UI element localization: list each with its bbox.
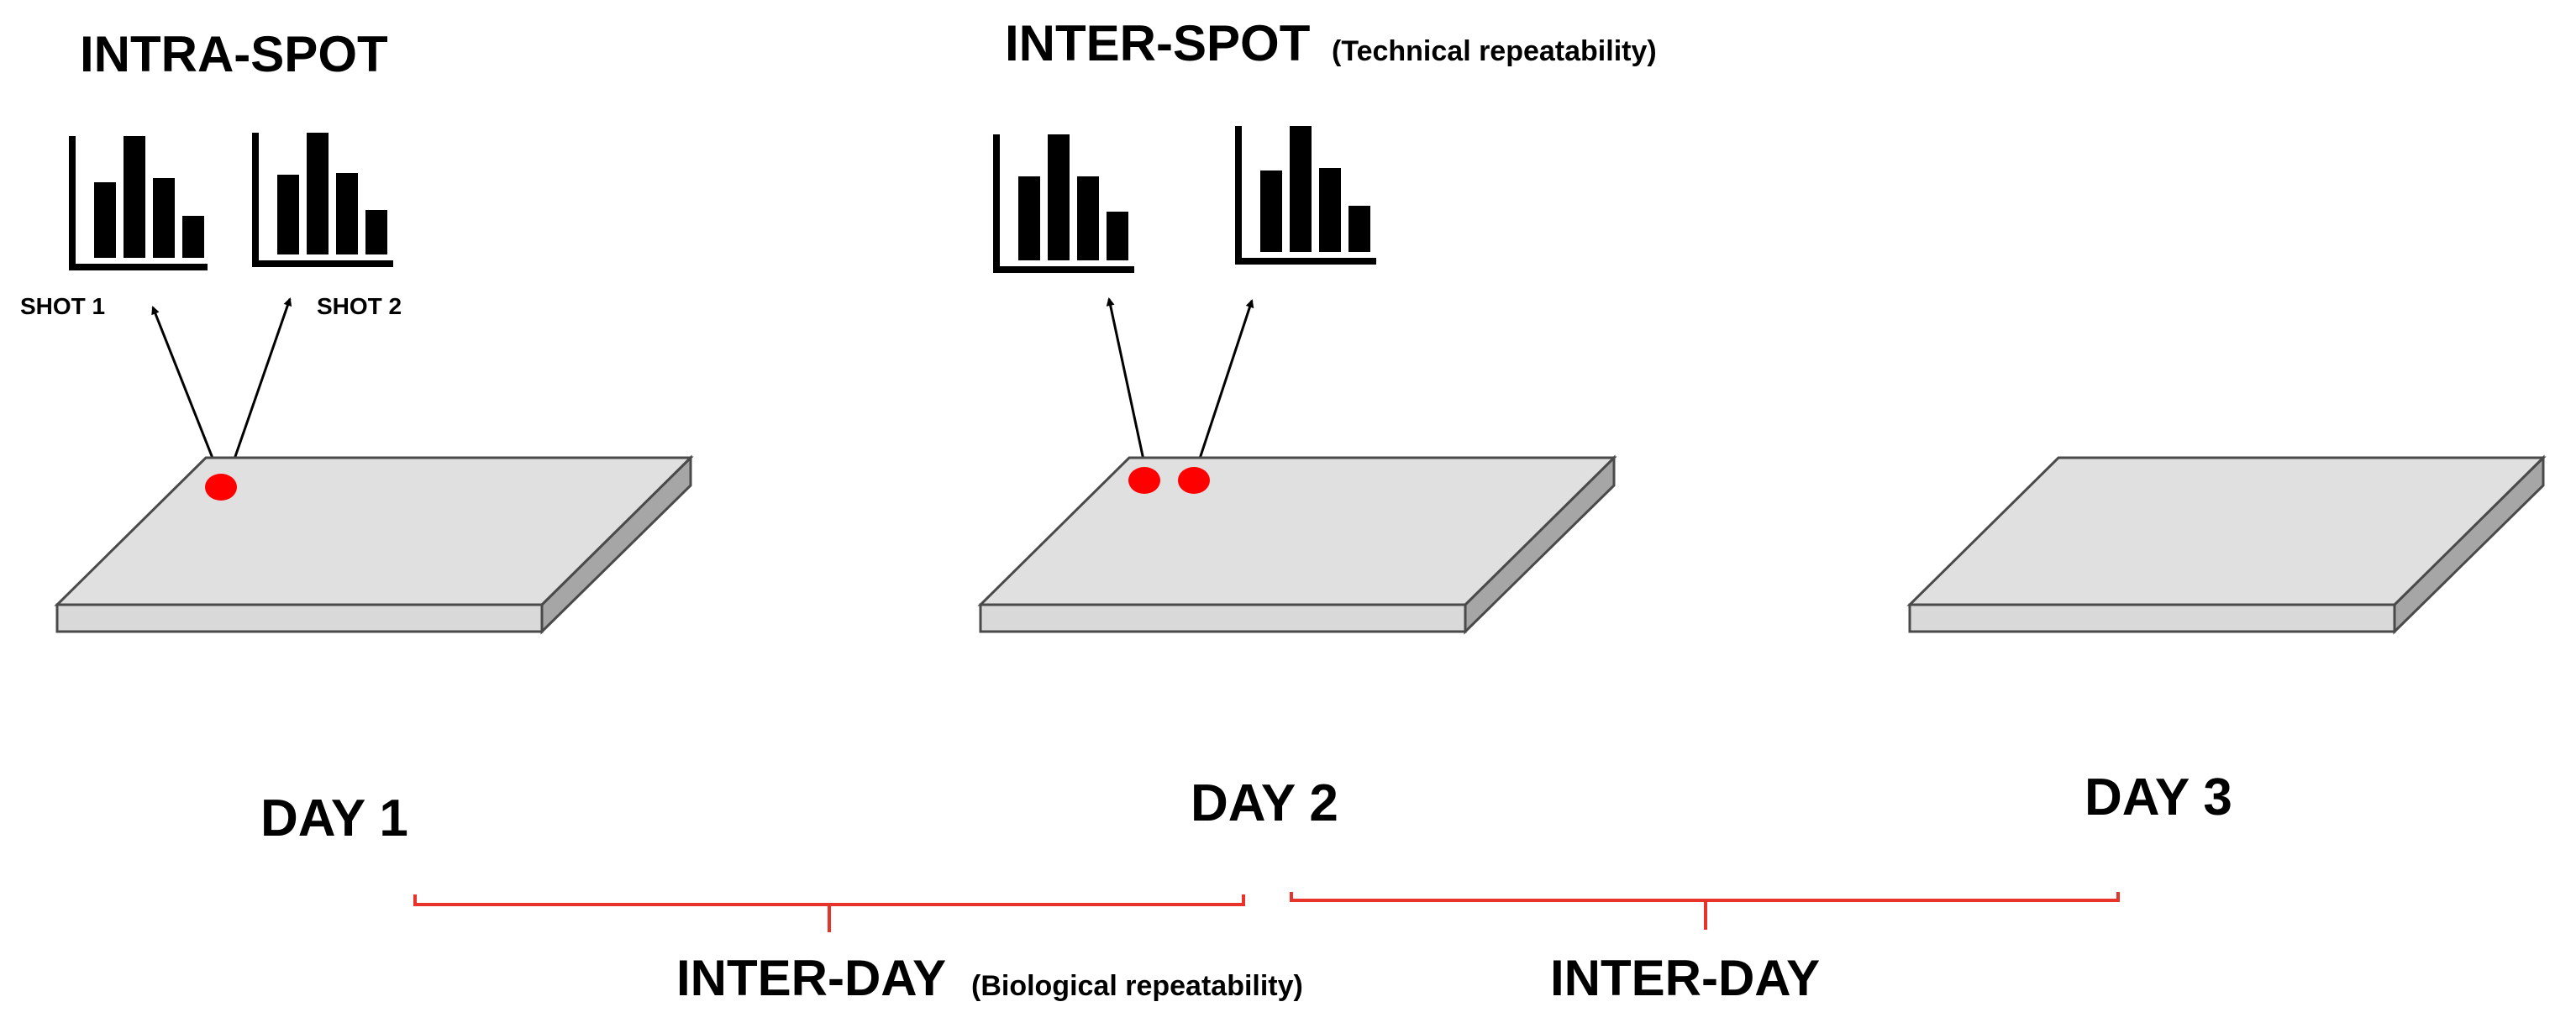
arrow-up-icon [151, 306, 218, 469]
interday-label-1-note: (Biological repeatability) [971, 970, 1303, 1002]
arrow-up-icon [1106, 297, 1146, 464]
sample-plate-day-3 [1906, 454, 2547, 635]
interday-bracket-1 [413, 894, 1245, 932]
intra-spot-heading: INTRA-SPOT [80, 26, 388, 82]
shot-1-label: SHOT 1 [20, 293, 105, 319]
bar-chart-icon [69, 136, 208, 270]
inter-spot-note: (Technical repeatability) [1332, 35, 1657, 67]
shot-2-label: SHOT 2 [317, 293, 402, 319]
day-3-label: DAY 3 [2084, 768, 2232, 826]
sample-spot [1178, 467, 1210, 494]
sample-spot [205, 474, 237, 501]
inter-spot-heading: INTER-SPOT [1005, 15, 1310, 71]
interday-label-1: INTER-DAY [676, 950, 946, 1006]
sample-plate-day-2 [977, 454, 1617, 635]
bar-chart-icon [1235, 126, 1376, 265]
sample-spot [1128, 467, 1160, 494]
interday-label-2: INTER-DAY [1550, 950, 1820, 1006]
bar-chart-icon [993, 134, 1134, 273]
sample-plate-day-1 [54, 454, 694, 635]
day-1-label: DAY 1 [260, 789, 408, 847]
arrow-up-icon [1196, 299, 1254, 464]
bar-chart-icon [252, 133, 393, 267]
arrow-up-icon [229, 297, 292, 469]
day-2-label: DAY 2 [1191, 774, 1338, 832]
interday-bracket-2 [1290, 892, 2120, 930]
